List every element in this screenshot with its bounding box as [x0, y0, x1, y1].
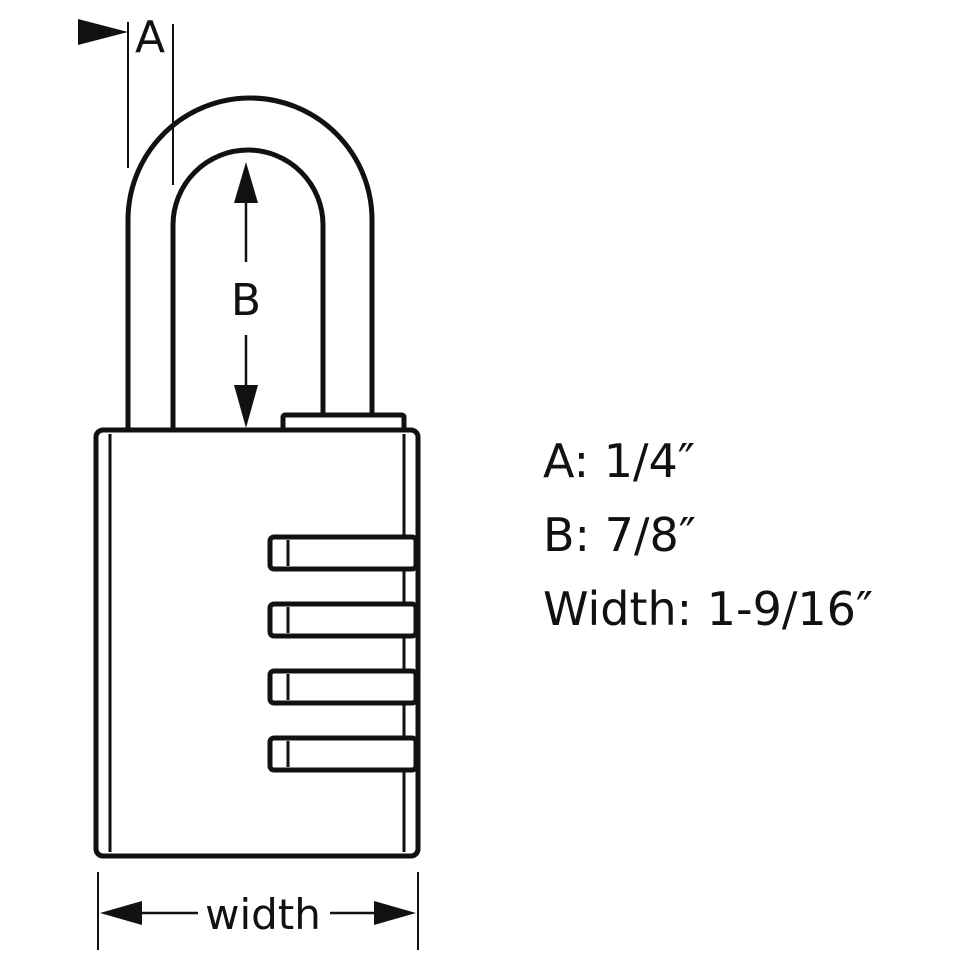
- dimension-width: [97, 872, 419, 950]
- dimension-b: [234, 162, 258, 428]
- shackle-inner-outline: [170, 147, 326, 431]
- spec-width: Width: 1-9/16″: [543, 582, 874, 636]
- combination-dials: [267, 534, 419, 773]
- dimension-a-label: A: [135, 12, 165, 63]
- width-arrowhead-left: [100, 901, 142, 925]
- lock-body: [93, 412, 421, 859]
- dial-wheel: [267, 735, 419, 773]
- dimension-specs-list: A: 1/4″ B: 7/8″ Width: 1-9/16″: [543, 424, 873, 646]
- dial-wheel: [267, 534, 419, 572]
- top-cap: [280, 412, 407, 433]
- dimension-b-arrow-up: [234, 162, 258, 203]
- dimension-a: [78, 19, 174, 185]
- dimension-a-arrowhead: [78, 19, 128, 45]
- dial-wheel: [267, 668, 419, 706]
- width-label: width: [205, 890, 321, 939]
- body-outline: [93, 427, 421, 859]
- dial-wheel: [267, 601, 419, 639]
- dimension-b-label: B: [231, 275, 261, 326]
- spec-a: A: 1/4″: [543, 434, 695, 488]
- dimension-b-arrow-down: [234, 385, 258, 428]
- width-arrowhead-right: [374, 901, 416, 925]
- shackle-outer-outline: [125, 95, 375, 431]
- spec-b: B: 7/8″: [543, 508, 696, 562]
- shackle: [125, 95, 375, 431]
